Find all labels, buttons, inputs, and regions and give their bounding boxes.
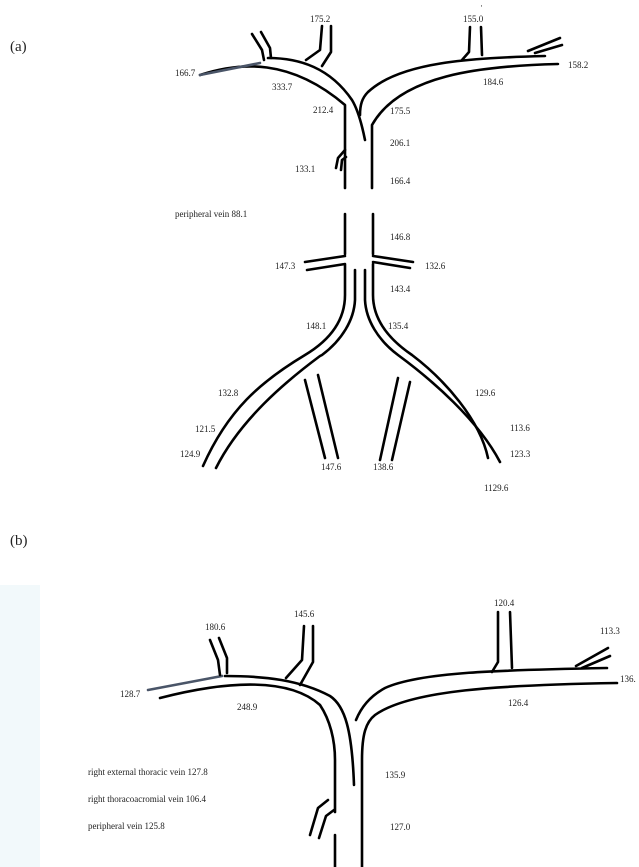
a-label-left-outer-mid: 121.5 — [195, 424, 216, 434]
a-label-right-outer-upper: 129.6 — [475, 388, 496, 398]
panel-a-measurements: 175.2 · 155.0 166.7 158.2 333.7 184.6 21… — [175, 1, 588, 493]
b-upper-right-branch-b — [510, 612, 512, 668]
a-upper-left-branch-2a — [306, 26, 322, 60]
a-label-right-inner-tip: 138.6 — [373, 462, 394, 472]
b-right-arch-inner — [356, 668, 607, 720]
b-upper-left-branch-1a — [210, 640, 220, 675]
a-label-lower-right-trunk: 143.4 — [390, 284, 411, 294]
b-far-right-branch-b — [582, 656, 610, 668]
b-label-left-tip: 128.7 — [120, 689, 141, 699]
a-label-trunk-lower-right: 146.8 — [390, 232, 411, 242]
a-label-left-side-branch: 147.3 — [275, 261, 296, 271]
a-label-left-inner-tip: 147.6 — [321, 462, 342, 472]
a-label-trunk-right-mid: 206.1 — [390, 138, 410, 148]
a-label-right-arch: 184.6 — [483, 77, 504, 87]
a-upper-right-branch-b — [481, 27, 482, 55]
panel-a: (a) — [10, 1, 588, 493]
a-left-side-branch-bottom — [203, 264, 345, 466]
a-label-right-outer-tip-a: 123.3 — [510, 449, 531, 459]
b-label-right-arch: 126.4 — [508, 698, 529, 708]
a-label-right-tip: 158.2 — [568, 60, 588, 70]
a-right-side-branch-top — [373, 256, 413, 262]
a-label-trunk-right-upper: 175.5 — [390, 106, 411, 116]
b-upper-right-branch-a — [492, 612, 498, 672]
a-label-peripheral-vein: peripheral vein 88.1 — [175, 209, 247, 219]
b-label-top-left-branch-1: 180.6 — [205, 622, 226, 632]
a-label-left-fork: 148.1 — [306, 321, 326, 331]
a-label-top-left-branch: 175.2 — [310, 14, 330, 24]
a-label-right-side-branch: 132.6 — [425, 261, 446, 271]
panel-a-vessels — [200, 26, 562, 468]
b-label-right-tip: 136. — [620, 674, 636, 684]
b-label-peripheral-vein: peripheral vein 125.8 — [88, 821, 165, 831]
a-upper-right-branch-a — [462, 27, 470, 60]
a-label-trunk-right-low: 166.4 — [390, 176, 411, 186]
b-label-right-external-thoracic-vein: right external thoracic vein 127.8 — [88, 767, 208, 777]
a-label-left-arch: 333.7 — [272, 82, 293, 92]
a-label-right-fork: 135.4 — [388, 321, 409, 331]
a-label-left-outer-upper: 132.8 — [218, 388, 239, 398]
a-label-trunk-left-upper: 212.4 — [313, 105, 334, 115]
a-label-right-outer-tip-b: 1129.6 — [484, 483, 509, 493]
a-right-side-branch-bottom — [373, 262, 410, 268]
b-label-right-thoracoacromial-vein: right thoracoacromial vein 106.4 — [88, 794, 206, 804]
a-left-side-branch-top — [305, 256, 345, 262]
a-label-left-outer-tip: 124.9 — [180, 449, 201, 459]
b-label-trunk-right-low: 127.0 — [390, 822, 411, 832]
a-label-left-small-branch: 133.1 — [295, 164, 315, 174]
edge-tint-strip — [0, 585, 40, 867]
a-upper-left-branch-2b — [322, 26, 331, 66]
a-label-left-tip: 166.7 — [175, 68, 196, 78]
b-label-left-arch: 248.9 — [237, 702, 258, 712]
panel-b-label: (b) — [10, 533, 28, 549]
a-left-tip-segment — [200, 63, 260, 75]
panel-b: (b) 180.6 145.6 120.4 — [10, 533, 636, 867]
a-upper-left-branch-1a — [252, 34, 264, 60]
b-small-left-branch-b — [319, 810, 334, 838]
b-label-top-left-branch-2: 145.6 — [294, 609, 315, 619]
a-right-arch-outer — [372, 64, 558, 188]
b-label-far-right-branch: 113.3 — [600, 626, 620, 636]
panel-a-label: (a) — [10, 39, 27, 55]
a-label-top-right-marker: · — [480, 1, 483, 11]
panel-b-vessels — [148, 612, 617, 867]
a-label-top-right-branch: 155.0 — [463, 14, 484, 24]
b-upper-left-branch-2a — [286, 626, 304, 678]
a-label-right-outer-mid: 113.6 — [510, 423, 530, 433]
b-label-trunk-right-upper: 135.9 — [385, 770, 406, 780]
b-label-top-right-branch: 120.4 — [494, 598, 515, 608]
